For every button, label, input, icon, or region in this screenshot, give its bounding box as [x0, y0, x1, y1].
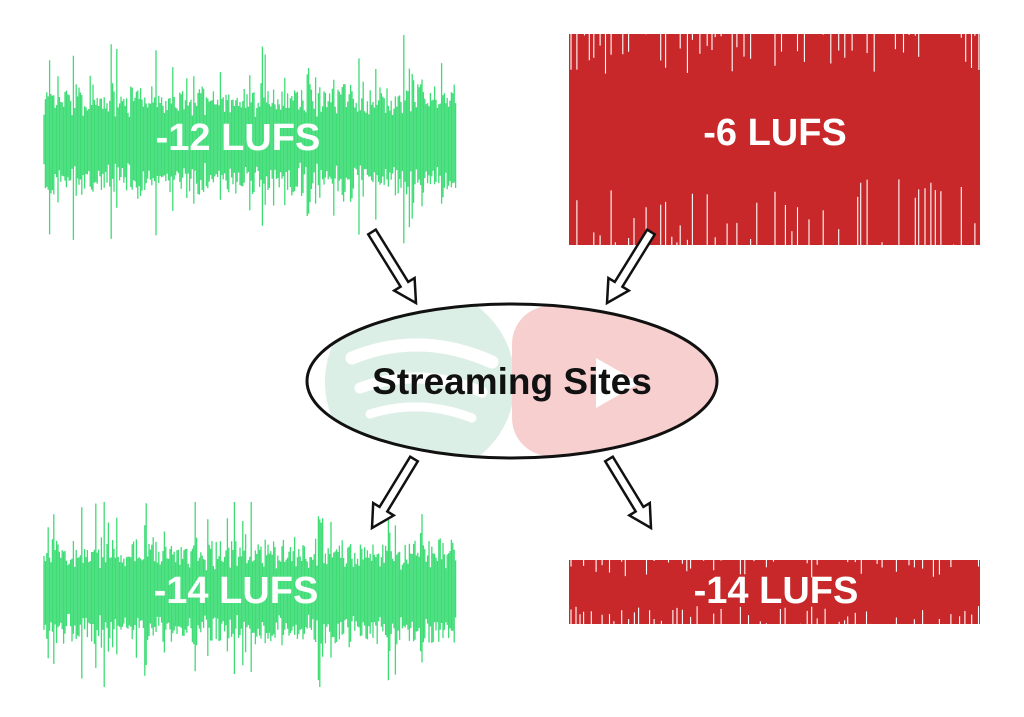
waveform-label-top-left: -12 LUFS — [156, 117, 321, 159]
spotify-logo-icon — [325, 304, 515, 458]
waveform-body — [569, 560, 980, 624]
waveform-peaks — [570, 34, 980, 245]
arrow — [603, 454, 653, 531]
waveform-top-left — [43, 35, 457, 244]
streaming-sites-label: Streaming Sites — [372, 361, 652, 402]
waveform-peaks — [570, 560, 980, 624]
arrow — [370, 454, 420, 531]
waveform-top-right — [569, 34, 980, 245]
waveform-trace — [43, 35, 457, 244]
waveform-label-top-right: -6 LUFS — [703, 112, 847, 154]
arrows — [366, 227, 657, 531]
waveform-trace — [43, 502, 457, 687]
waveform-label-bottom-right: -14 LUFS — [694, 570, 859, 612]
streaming-sites-node: Streaming Sites — [305, 302, 719, 460]
waveform-label-bottom-left: -14 LUFS — [154, 570, 319, 612]
youtube-logo-icon — [512, 306, 717, 456]
arrow — [605, 227, 657, 306]
waveform-bottom-left — [43, 502, 457, 687]
waveform-bottom-right — [569, 560, 980, 624]
arrow — [366, 227, 418, 306]
